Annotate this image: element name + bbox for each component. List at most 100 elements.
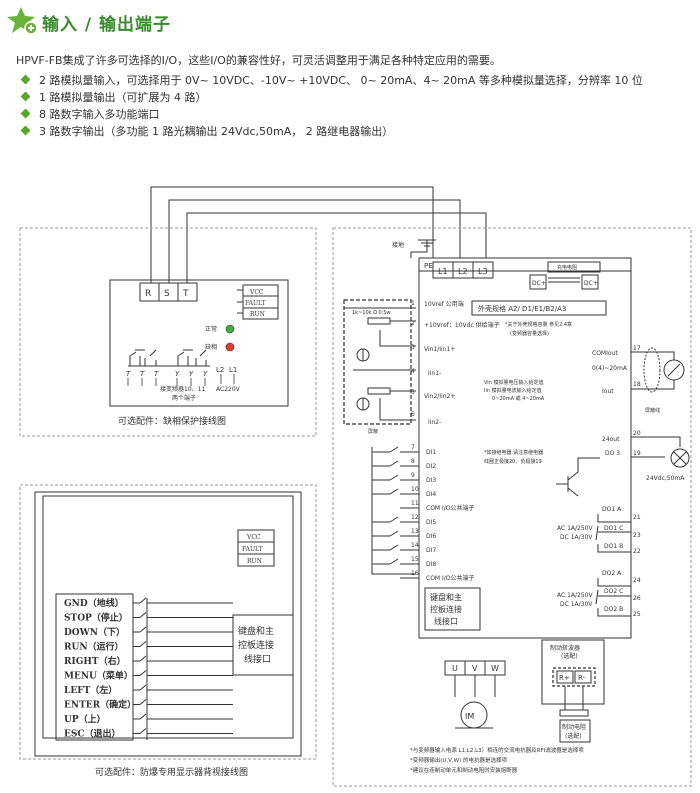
terminal-number: 22 [633,548,641,555]
do-note: 线圈正极接20、负极接19 [484,458,542,465]
button-wire-label: RIGHT（右） [64,655,126,667]
button-switch-icon [133,626,233,633]
phase-caption: 可选配件：缺相保护接线图 [118,415,226,427]
relay-rating: DC 1A/30V [560,601,593,608]
output-terminal-u: U [452,664,458,673]
brake-resistor-label: 制动电阻 [562,723,586,731]
terminal-number: 25 [633,611,641,618]
button-wire-label: STOP（停止） [64,612,128,624]
sub-terminal-label: T [126,370,131,378]
spec-label: 外壳规格 A2/ D1/E1/B2/A3 [478,304,566,313]
terminal-number: 24 [633,577,641,584]
digital-input-label: DI2 [426,463,436,470]
connector-label: 控板连接 [430,604,462,614]
input-switch-icon [372,446,419,453]
terminal-number: 9 [411,472,415,479]
shield-label: 屏蔽 [368,428,378,435]
output-terminal-v: V [472,664,478,673]
terminal-number: 4 [411,368,415,375]
sub-terminal-label: T [140,370,145,378]
terminal-number: 8 [411,458,415,465]
terminal-number: 5 [411,389,415,396]
button-wire-label: UP（上） [64,713,106,725]
footnote: *变频器输出(U,V,W) 的电抗器是选择项 [410,756,508,764]
input-switch-icon [372,474,419,481]
button-switch-icon [133,612,233,618]
do2a-label: DO2 A [602,570,622,577]
phase-loss-led-icon [225,342,235,352]
do2c-label: DO2 C [604,588,623,595]
charge-resistor-label: 充电电阻 [557,264,577,271]
star-plus-icon [7,7,38,35]
terminal-number: 12 [411,514,419,521]
input-switch-icon [372,488,419,495]
terminal-number: 26 [633,595,641,602]
relay-rating: AC 1A/250V [557,592,593,599]
output-terminal-w: W [491,664,499,673]
sub-terminal-label: Y [203,370,208,378]
lamp-rating: 24Vdc,50mA [646,475,685,482]
terminal-10vref-label: 10Vref 公用端 [424,300,464,308]
vcc-label: VCC [249,289,264,296]
button-wire-label: DOWN（下） [64,627,125,638]
connector-label: 键盘和主 [430,592,462,602]
display-caption: 可选配件：防爆专用显示器背视接线图 [95,766,248,778]
brake-chopper-label: 制动斩波器 [550,644,580,652]
vin-note: Iin 模拟量电流输入给定值 [484,387,542,394]
terminal-number: 21 [633,514,641,521]
ac220v-label: AC220V [216,386,241,393]
do3-label: DO 3 [605,450,620,457]
brake-resistor-icon [559,709,589,717]
button-switch-icon [133,670,233,676]
input-terminal-l1: L1 [438,267,448,276]
page-title: 输入 / 输出端子 [42,15,172,35]
button-wire-label: GND（地线） [64,597,124,609]
button-switch-icon [133,655,233,662]
run-label: RUN [250,311,265,318]
fault-label: FAULT [245,300,266,307]
intro-text: HPVF-FB集成了许多可选择的I/O，这些I/O的兼容性好，可灵活调整用于满足… [16,54,501,67]
digital-input-label: DI4 [426,491,436,498]
connector-label: 线接口 [434,616,458,626]
terminal-number: 1 [411,300,415,307]
vin-note: 0~20mA 或 4~20mA [492,395,545,402]
terminal-number: 3 [411,344,415,351]
button-wire-label: RUN（运行） [64,641,124,653]
main-frame [332,227,692,787]
button-wire-label: ESC（退出） [64,728,121,740]
vcc-label: VCC [246,534,261,541]
dc-plus-label: DC+ [532,280,546,287]
section-header [6,6,40,36]
analog-wiring-box [343,299,412,425]
potentiometer-label: 1k~10k Ω 0.5w [352,310,391,316]
brake-resistor-label: (选配) [565,732,582,740]
terminal-number: 6 [411,411,415,418]
terminal-r-label: R [145,289,151,299]
connector-label: 键盘和主 [238,625,274,637]
motor-label: IM [465,712,474,721]
input-switch-icon [372,460,419,467]
pe-label: PE [424,262,433,270]
terminal-number: 7 [411,444,415,451]
feature-bullet: 3 路数字输出（多功能 1 路光耦输出 24Vdc,50mA， 2 路继电器输出… [20,123,393,139]
terminal-iin2-label: Iin2- [428,419,441,426]
ground-label: 接地 [392,241,404,249]
sub-terminal-label: L1 [229,366,237,374]
digital-input-label: DI7 [426,547,436,554]
footnote: *建议在连制动单元和制动电阻时安装熔断器 [410,766,518,774]
connector-label: 线接口 [244,653,271,665]
phase-protection-frame [19,227,317,437]
button-wire-label: ENTER（确定） [64,699,136,711]
normal-led-icon [225,324,235,334]
r-minus-label: R- [578,674,586,682]
do1a-label: DO1 A [602,506,622,513]
terminal-number: 14 [411,542,419,549]
spec-note: *关于外壳规格容量 参见2.4章 [505,321,572,328]
bullet-text: 2 路模拟量输入，可选择用于 0V~ 10VDC、-10V~ +10VDC、 0… [39,74,643,87]
24out-label: 24out [602,436,620,443]
sub-terminal-label: L2 [216,366,224,374]
button-terminal-strip [55,593,134,741]
fault-label: FAULT [242,546,263,553]
keyboard-connector [232,614,294,676]
display-board [34,491,302,757]
